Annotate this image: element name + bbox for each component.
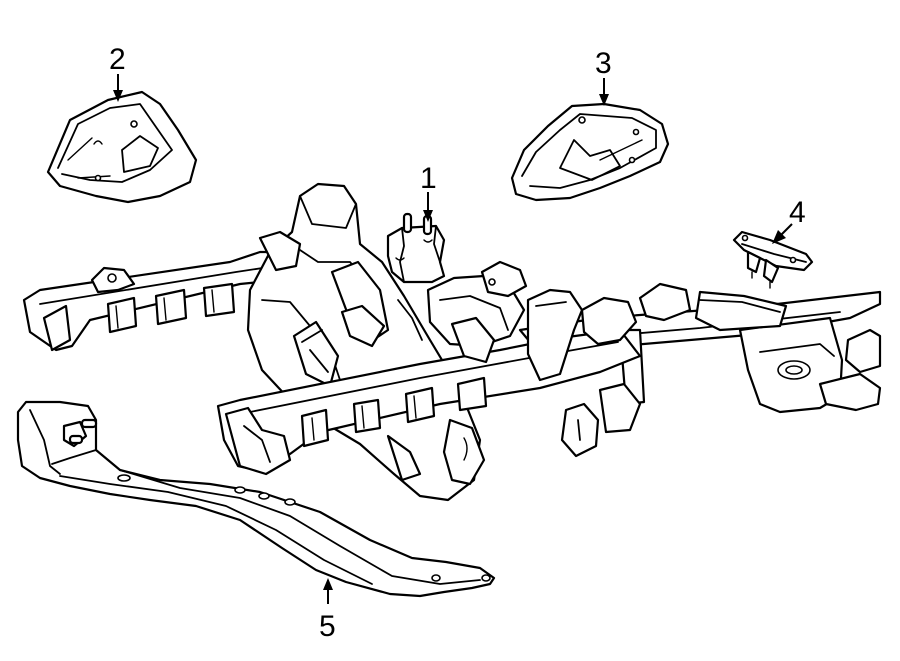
callout-arrow-5: [323, 578, 333, 604]
callout-3[interactable]: 3: [595, 47, 612, 80]
callout-arrow-1: [423, 192, 433, 222]
callout-arrow-4: [772, 223, 793, 244]
callout-arrow-2: [113, 74, 123, 102]
part-5-crossmember-brace[interactable]: [16, 400, 496, 598]
part-1-insulator[interactable]: [386, 212, 446, 284]
part-4-transmission-mount[interactable]: [732, 230, 814, 289]
callout-1[interactable]: 1: [420, 162, 437, 195]
callout-2[interactable]: 2: [109, 43, 126, 76]
part-3-mount-bracket[interactable]: [510, 102, 670, 202]
front-frame-assembly: [22, 182, 882, 502]
part-2-mount-bracket[interactable]: [46, 90, 198, 204]
callout-4[interactable]: 4: [789, 196, 806, 229]
callout-arrow-3: [599, 78, 609, 106]
callout-5[interactable]: 5: [319, 610, 336, 643]
